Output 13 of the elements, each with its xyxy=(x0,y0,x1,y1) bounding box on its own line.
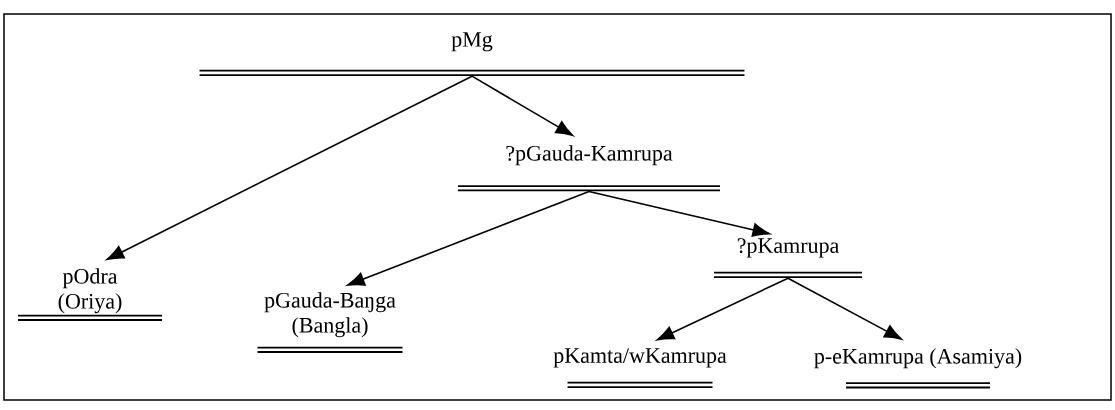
underlined-label: pOdra (Oriya) xyxy=(17,268,163,321)
arrow xyxy=(656,277,789,341)
arrow xyxy=(787,277,902,340)
underlined-label: ?pGauda-Kamrupa xyxy=(457,145,721,192)
arrow xyxy=(471,75,574,136)
underlined-label: ?pKamrupa xyxy=(713,238,863,278)
underlined-label: pKamta/wKamrupa xyxy=(553,348,727,388)
underlined-label: pMg xyxy=(198,32,746,76)
arrow xyxy=(347,190,590,286)
arrow xyxy=(106,75,473,261)
arrow xyxy=(588,190,770,237)
underlined-label: p-eKamrupa (Asamiya) xyxy=(814,348,1022,389)
underlined-label: pGauda-Baŋga (Bangla) xyxy=(256,292,404,353)
